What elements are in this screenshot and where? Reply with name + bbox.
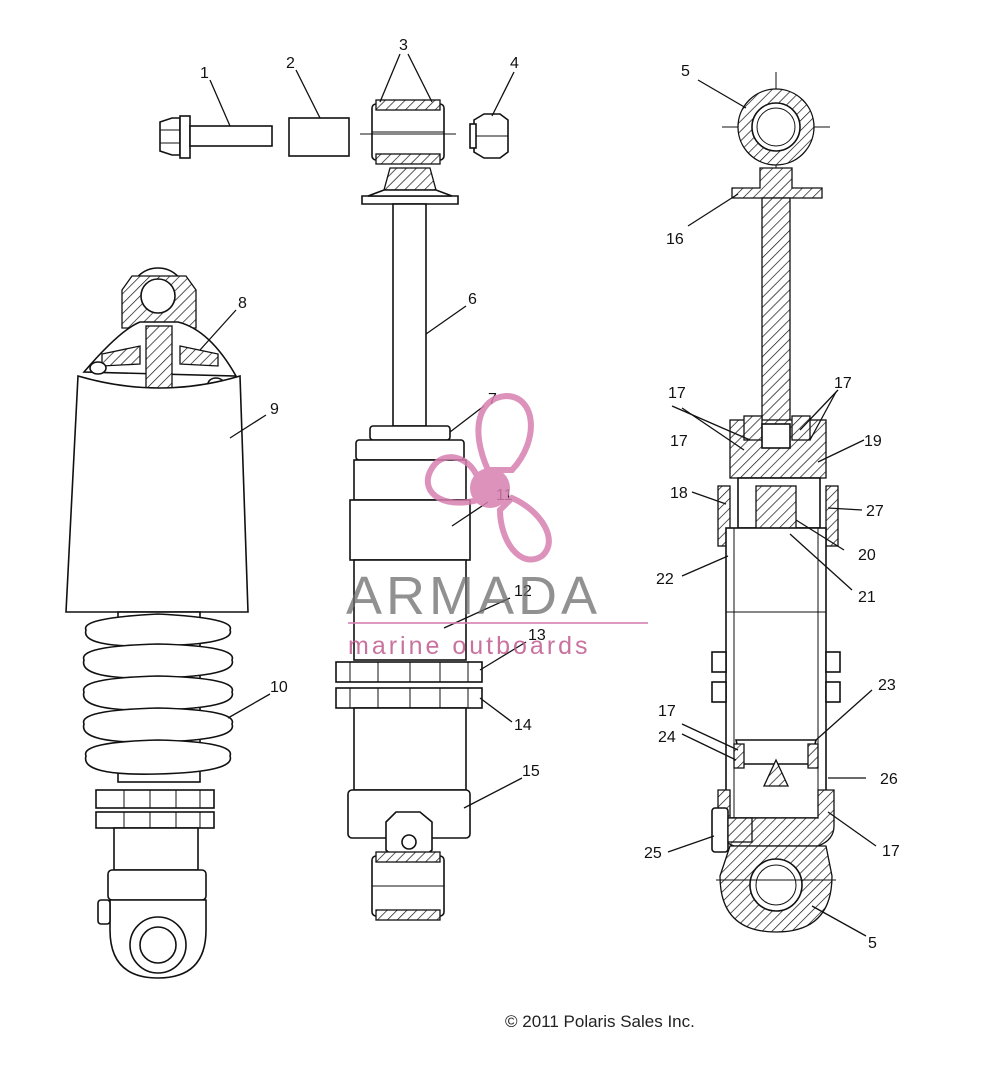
callout-20: 20 xyxy=(858,547,876,564)
bolt-part xyxy=(159,115,273,159)
callout-4: 4 xyxy=(510,55,519,72)
spacer-part xyxy=(288,117,350,157)
callout-5-top: 5 xyxy=(681,63,690,80)
shock-body-part xyxy=(353,559,467,661)
callout-6: 6 xyxy=(468,291,477,308)
copyright-text: © 2011 Polaris Sales Inc. xyxy=(505,1012,695,1031)
callout-8: 8 xyxy=(238,295,247,312)
callout-9: 9 xyxy=(270,401,279,418)
callout-17-c: 17 xyxy=(670,433,688,450)
callout-17-b: 17 xyxy=(834,375,852,392)
dust-boot-part xyxy=(65,374,249,613)
callout-23: 23 xyxy=(878,677,896,694)
callout-26: 26 xyxy=(880,771,898,788)
watermark-brand: ARMADA xyxy=(346,566,601,626)
callout-17-e: 17 xyxy=(882,843,900,860)
armada-watermark: ARMADA marine outboards xyxy=(346,392,648,660)
callout-15: 15 xyxy=(522,763,540,780)
callout-10: 10 xyxy=(270,679,288,696)
callout-24: 24 xyxy=(658,729,676,746)
center-shock-assembly xyxy=(335,167,483,921)
leader-lines xyxy=(199,53,877,937)
propeller-logo-icon xyxy=(424,392,552,563)
callout-5-bottom: 5 xyxy=(868,935,877,952)
piston-rod-part xyxy=(392,203,427,427)
callout-25: 25 xyxy=(644,845,662,862)
callout-19: 19 xyxy=(864,433,882,450)
left-shock-assembly xyxy=(65,267,249,979)
callout-27: 27 xyxy=(866,503,884,520)
reservoir-cap-part xyxy=(349,499,471,561)
coil-spring-part xyxy=(82,611,234,783)
right-shock-cutaway xyxy=(711,72,841,933)
callout-22: 22 xyxy=(656,571,674,588)
callout-1: 1 xyxy=(200,65,209,82)
callout-21: 21 xyxy=(858,589,876,606)
callout-14: 14 xyxy=(514,717,532,734)
watermark-tagline: marine outboards xyxy=(348,632,591,660)
callout-2: 2 xyxy=(286,55,295,72)
nut-part xyxy=(469,113,509,159)
callout-16: 16 xyxy=(666,231,684,248)
upper-bushing-part xyxy=(360,99,456,165)
callout-17-a: 17 xyxy=(668,385,686,402)
callout-3: 3 xyxy=(399,37,408,54)
callout-12: 12 xyxy=(514,583,532,600)
callout-13: 13 xyxy=(528,627,546,644)
callout-18: 18 xyxy=(670,485,688,502)
callout-17-d: 17 xyxy=(658,703,676,720)
